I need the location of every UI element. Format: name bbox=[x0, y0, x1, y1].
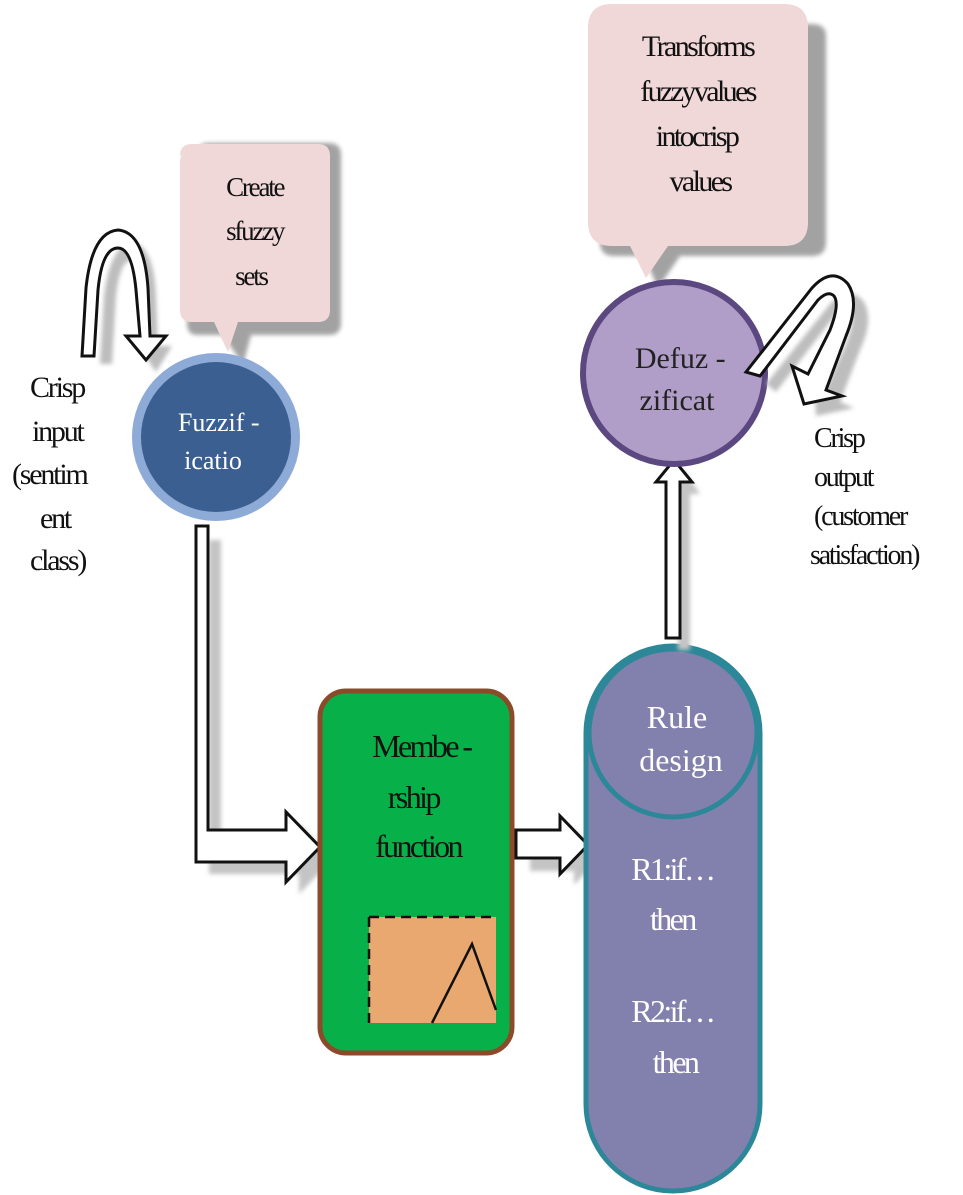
membership-to-rule-arrow-icon bbox=[514, 812, 600, 885]
fuzzification-callout: Create sfuzzy sets bbox=[180, 143, 341, 365]
crisp-output-line-2: output bbox=[814, 462, 875, 493]
fuzzification-node: Fuzzif - icatio bbox=[132, 353, 300, 521]
svg-text:Transforms fuzzyvalues: Transforms fuzzyvalues intocrisp values bbox=[640, 30, 760, 198]
defuzzification-callout: Transforms fuzzyvalues intocrisp values bbox=[588, 4, 826, 288]
rule-1-if: R1:if… bbox=[631, 851, 713, 887]
membership-line-2: rship bbox=[388, 779, 441, 815]
fuzz-callout-line-1: Create bbox=[226, 172, 285, 202]
rule-2-if: R2:if… bbox=[631, 993, 713, 1029]
fuzz-callout-line-2: sfuzzy bbox=[226, 216, 286, 246]
crisp-input-line-4: ent bbox=[40, 502, 73, 535]
fuzz-node-line-2: icatio bbox=[184, 446, 242, 475]
crisp-input-line-2: input bbox=[32, 415, 86, 448]
svg-text:Rule design: Rule design bbox=[639, 699, 723, 778]
membership-function-box: Membe - rship function bbox=[317, 688, 515, 1056]
crisp-output-line-1: Crisp bbox=[814, 423, 865, 454]
defuzzification-node: Defuz - zificat bbox=[580, 279, 768, 467]
defuzz-callout-line-3: intocrisp bbox=[656, 120, 739, 153]
svg-text:Defuz - zificat: Defuz - zificat bbox=[635, 342, 733, 417]
svg-text:Create sfuzzy sets: Create sfuzzy sets bbox=[226, 172, 288, 291]
defuzz-callout-line-2: fuzzyvalues bbox=[640, 75, 757, 108]
rule-to-defuzz-arrow-icon bbox=[652, 457, 700, 650]
rule-design-node: Rule design R1:if… then R2:if… then bbox=[583, 643, 763, 1194]
rule-title-line-2: design bbox=[639, 742, 723, 778]
membership-line-1: Membe - bbox=[372, 728, 472, 764]
svg-text:Fuzzif - icatio: Fuzzif - icatio bbox=[178, 408, 266, 475]
defuzz-node-line-2: zificat bbox=[640, 384, 716, 417]
membership-chart-icon bbox=[367, 915, 498, 1024]
crisp-input-line-1: Crisp bbox=[30, 371, 85, 404]
fuzz-to-membership-arrow-icon bbox=[194, 524, 333, 894]
rule-2-then: then bbox=[653, 1044, 700, 1080]
crisp-input-line-3: (sentim bbox=[12, 458, 88, 491]
crisp-input-line-5: class) bbox=[30, 544, 86, 577]
fuzz-callout-line-3: sets bbox=[235, 261, 268, 291]
fuzz-node-line-1: Fuzzif - bbox=[178, 408, 260, 437]
rule-title-line-1: Rule bbox=[647, 699, 707, 735]
crisp-output-line-3: (customer bbox=[814, 501, 909, 532]
crisp-output-curved-arrow-icon bbox=[743, 274, 869, 416]
defuzz-callout-line-4: values bbox=[669, 165, 732, 198]
svg-text:R1:if… then R2:if…: R1:if… then R2:if… then bbox=[631, 851, 719, 1080]
svg-text:Membe - rship func: Membe - rship function bbox=[372, 728, 476, 864]
crisp-output-label: Crisp output (customer satisfaction) bbox=[810, 423, 920, 571]
defuzz-callout-line-1: Transforms bbox=[642, 30, 755, 63]
crisp-input-curved-arrow-icon bbox=[80, 228, 172, 372]
crisp-input-label: Crisp input (sentim ent class) bbox=[12, 371, 92, 577]
crisp-output-line-4: satisfaction) bbox=[810, 540, 920, 571]
membership-line-3: function bbox=[375, 828, 463, 864]
defuzz-node-line-1: Defuz - bbox=[635, 342, 726, 375]
rule-1-then: then bbox=[650, 901, 697, 937]
